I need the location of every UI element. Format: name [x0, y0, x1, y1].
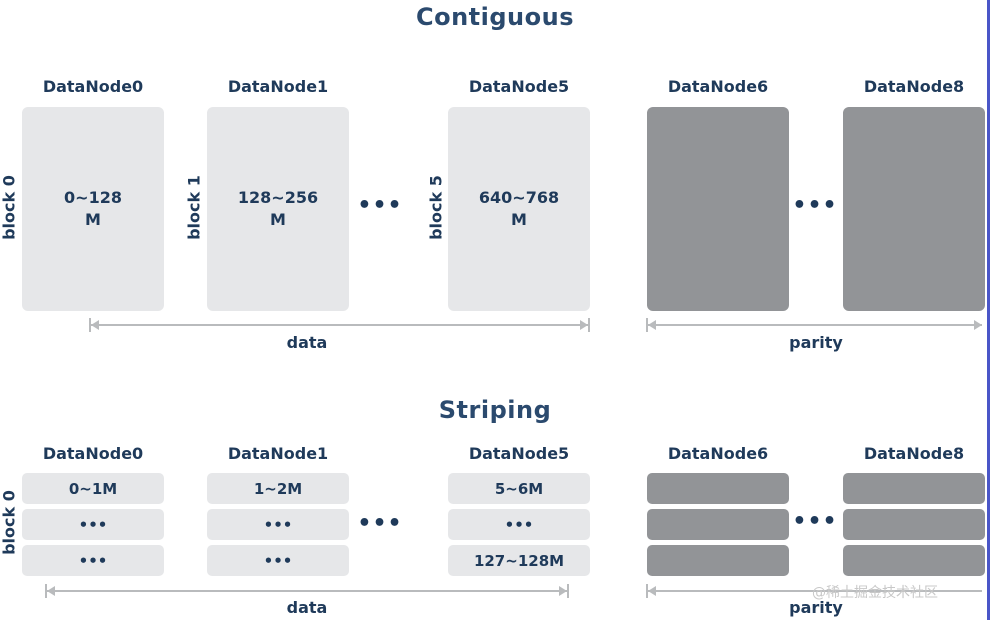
- striping-cell: •••: [207, 545, 349, 576]
- contiguous-data-span-right-arrow: [580, 320, 588, 330]
- block-range-text: 0~128 M: [64, 188, 122, 229]
- striping-parity-cell: [647, 545, 789, 576]
- contiguous-data-label: data: [286, 333, 328, 352]
- striping-node-label-0: DataNode0: [42, 444, 144, 463]
- striping-parity-cell: [647, 473, 789, 504]
- striping-parity-cell: [843, 545, 985, 576]
- contiguous-data-ellipsis: •••: [357, 193, 403, 218]
- striping-node-label-6: DataNode6: [667, 444, 769, 463]
- striping-parity-ellipsis: •••: [792, 509, 838, 534]
- striping-node-label-8: DataNode8: [863, 444, 965, 463]
- striping-parity-span-left-tick: [646, 584, 648, 598]
- striping-data-span-right-tick: [567, 584, 569, 598]
- striping-cell: •••: [22, 509, 164, 540]
- striping-data-span-left-tick: [45, 584, 47, 598]
- right-edge-bar: [987, 0, 990, 620]
- block-range-text: 640~768 M: [478, 188, 560, 229]
- striping-cell: •••: [448, 509, 590, 540]
- striping-parity-label: parity: [789, 598, 843, 617]
- striping-parity-cell: [843, 473, 985, 504]
- contiguous-title: Contiguous: [415, 3, 574, 31]
- striping-data-span-right-arrow: [559, 586, 567, 596]
- contiguous-parity-span-right-arrow: [974, 320, 982, 330]
- contiguous-data-block-5: 640~768 M: [448, 107, 590, 311]
- striping-node-label-1: DataNode1: [227, 444, 329, 463]
- contiguous-node-label-1: DataNode1: [227, 77, 329, 96]
- striping-cell: •••: [207, 509, 349, 540]
- contiguous-block-label-1: block 1: [184, 175, 204, 240]
- striping-parity-span-line: [648, 590, 982, 592]
- striping-parity-cell: [843, 509, 985, 540]
- striping-node-label-5: DataNode5: [468, 444, 570, 463]
- contiguous-parity-ellipsis: •••: [792, 193, 838, 218]
- contiguous-parity-block-8: [843, 107, 985, 311]
- contiguous-node-label-8: DataNode8: [863, 77, 965, 96]
- striping-parity-cell: [647, 509, 789, 540]
- striping-data-span-line: [47, 590, 567, 592]
- contiguous-parity-label: parity: [789, 333, 843, 352]
- watermark-text: @稀土掘金技术社区: [812, 585, 938, 601]
- contiguous-node-label-5: DataNode5: [468, 77, 570, 96]
- contiguous-data-span-line: [91, 324, 588, 326]
- contiguous-parity-block-6: [647, 107, 789, 311]
- contiguous-block-label-0: block 0: [0, 175, 19, 240]
- contiguous-data-span-right-tick: [588, 318, 590, 332]
- striping-data-label: data: [286, 598, 328, 617]
- striping-cell: •••: [22, 545, 164, 576]
- striping-cell: 127~128M: [448, 545, 590, 576]
- contiguous-data-block-0: 0~128 M: [22, 107, 164, 311]
- striping-block-label-0: block 0: [0, 490, 19, 555]
- contiguous-data-span-left-tick: [89, 318, 91, 332]
- striping-cell: 5~6M: [448, 473, 590, 504]
- contiguous-node-label-6: DataNode6: [667, 77, 769, 96]
- striping-data-ellipsis: •••: [357, 511, 403, 536]
- contiguous-parity-span-left-tick: [646, 318, 648, 332]
- contiguous-parity-span-line: [648, 324, 982, 326]
- striping-title: Striping: [438, 396, 552, 424]
- contiguous-node-label-0: DataNode0: [42, 77, 144, 96]
- contiguous-data-block-1: 128~256 M: [207, 107, 349, 311]
- block-range-text: 128~256 M: [237, 188, 319, 229]
- striping-cell: 1~2M: [207, 473, 349, 504]
- striping-cell: 0~1M: [22, 473, 164, 504]
- contiguous-block-label-5: block 5: [426, 175, 446, 240]
